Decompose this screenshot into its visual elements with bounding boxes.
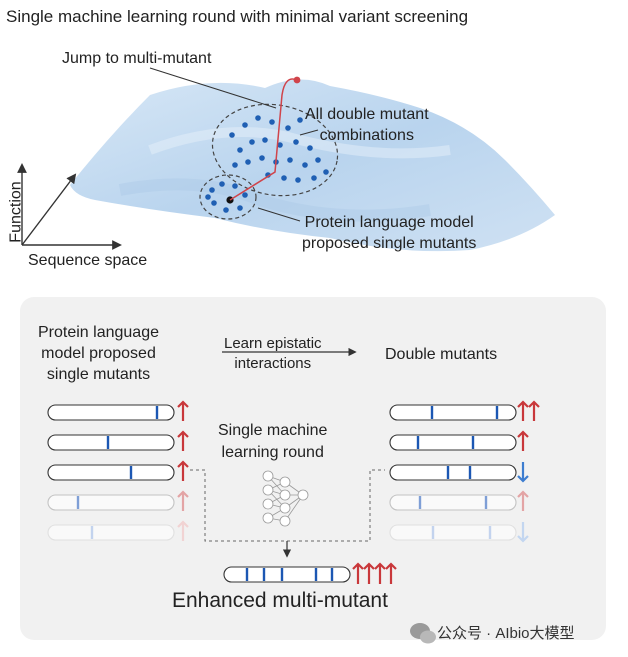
seq-bar: [47, 404, 175, 421]
landscape-valley: [118, 178, 431, 222]
left-arrows: [177, 400, 189, 541]
enhanced-marks: [245, 568, 334, 581]
peak-point: [293, 76, 301, 84]
seq-bar: [389, 434, 517, 451]
axis-y-label: Function: [7, 181, 25, 243]
jump-leader: [149, 67, 277, 109]
z-axis: [21, 173, 77, 246]
top-title: Single machine learning round with minim…: [6, 7, 469, 26]
seq-bar: [389, 464, 517, 481]
seq-bar: [47, 434, 175, 451]
enhanced-arrows: [352, 562, 397, 584]
landscape-ridge: [148, 127, 451, 159]
seq-bar: [47, 464, 175, 481]
left-header: Protein language model proposed single m…: [38, 324, 159, 383]
single-leader: [257, 207, 301, 222]
jump-label: Jump to multi-mutant: [62, 50, 212, 67]
right-arrows: [517, 400, 540, 543]
plm-single-label: Protein language model proposed single m…: [302, 214, 477, 252]
round-label: Single machine learning round: [218, 422, 328, 461]
watermark: 公众号 · AIbio大模型: [437, 625, 575, 642]
seq-bar: [47, 524, 175, 541]
seq-bar: [47, 494, 175, 511]
neural-network-icon: [262, 470, 309, 527]
fitness-landscape: [70, 79, 555, 252]
single-mutant-region: [199, 174, 257, 220]
right-sequences: [389, 404, 517, 541]
seq-bar: [389, 524, 517, 541]
double-combinations-label: All double mutant combinations: [305, 106, 429, 144]
learn-label: Learn epistatic interactions: [224, 335, 322, 372]
double-mutant-region: [211, 103, 339, 197]
double-mutant-dots: [229, 115, 329, 183]
double-header: Double mutants: [385, 346, 498, 363]
enhanced-seq-bar: [223, 566, 351, 583]
double-leader: [299, 129, 319, 136]
wechat-icon: [410, 623, 436, 644]
left-sequences: [47, 404, 175, 541]
enhanced-label: Enhanced multi-mutant: [172, 589, 388, 612]
seq-bar: [389, 494, 517, 511]
single-mutant-dots: [205, 181, 248, 213]
axis-x-label: Sequence space: [28, 252, 148, 269]
seq-bar: [389, 404, 517, 421]
